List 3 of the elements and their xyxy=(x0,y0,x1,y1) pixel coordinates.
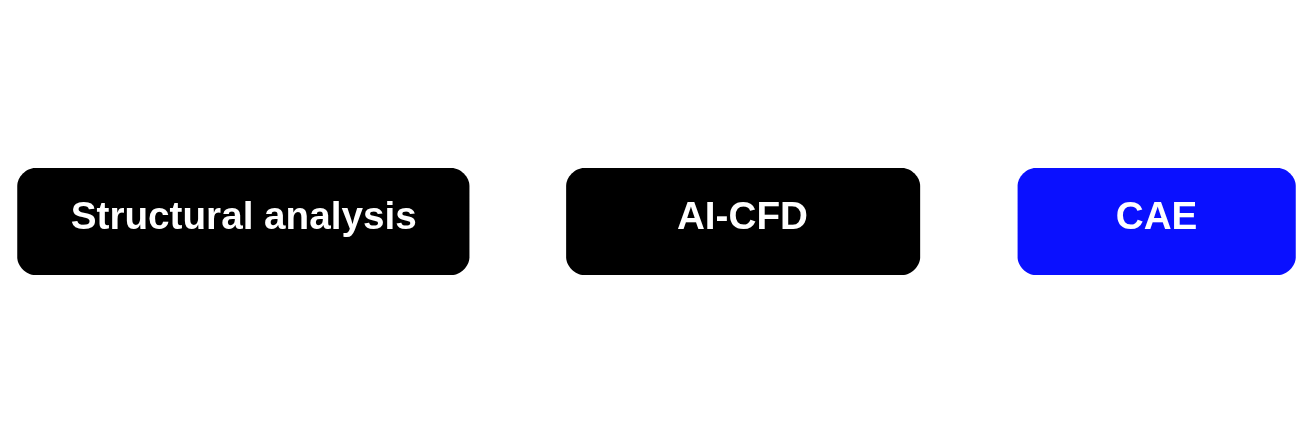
node-box: Structural analysis xyxy=(17,167,470,276)
node-box: AI-CFD xyxy=(566,167,921,276)
node-box: CAE xyxy=(1017,167,1296,276)
